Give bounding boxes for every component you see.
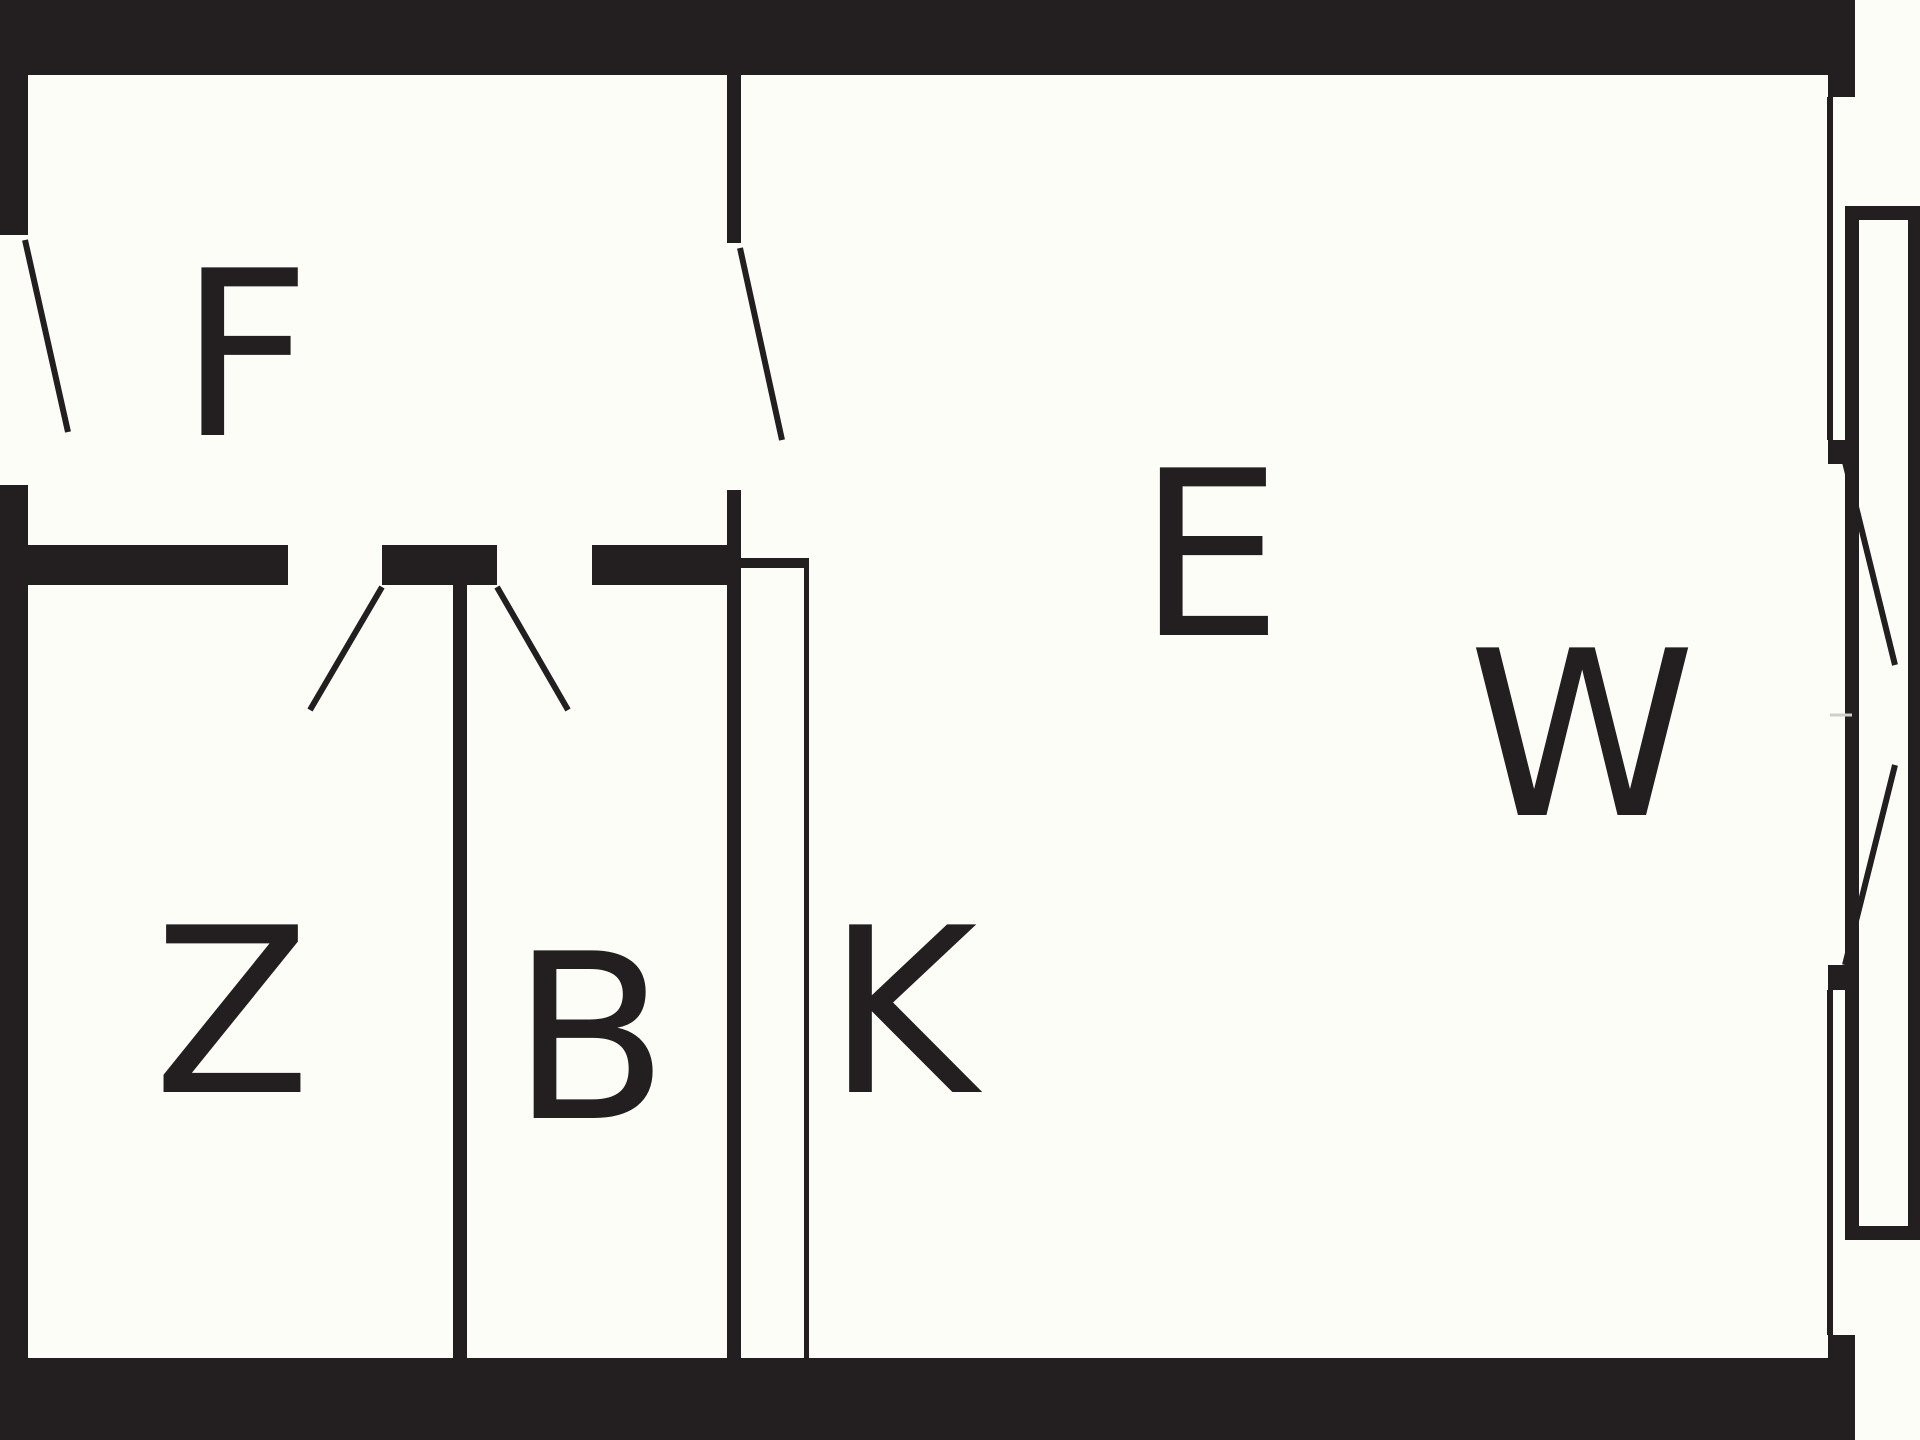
wall-left-upper (0, 0, 28, 235)
floor-area (0, 0, 1855, 1440)
wall-right-bottom (1828, 1335, 1855, 1360)
wall-partition-upper (727, 75, 741, 243)
room-label-f: F (179, 223, 311, 490)
room-label-e: E (1137, 423, 1282, 690)
room-label-z: Z (153, 880, 311, 1147)
kitchen-counter-side (804, 565, 809, 1360)
room-label-b: B (511, 906, 669, 1173)
door-swing-room-z (307, 585, 385, 712)
wall-horizontal-left (28, 545, 288, 585)
door-swing-entrance (22, 239, 71, 433)
balcony (1845, 206, 1920, 1240)
door-swing-balcony-upper (1842, 461, 1898, 666)
kitchen-counter-top (741, 558, 809, 568)
door-swing-room-b (494, 585, 571, 712)
wall-left-lower (0, 485, 28, 1440)
wall-horizontal-middle (382, 545, 497, 585)
room-label-w: W (1468, 603, 1695, 870)
door-swing-room-e (737, 247, 785, 441)
wall-partition-lower (727, 490, 741, 1360)
room-label-k: K (827, 880, 983, 1147)
door-swing-balcony-lower (1842, 764, 1898, 966)
wall-horizontal-right (592, 545, 727, 585)
wall-between-z-b (453, 585, 467, 1360)
wall-right-top (1828, 75, 1855, 97)
wall-bottom (0, 1358, 1855, 1440)
wall-top (0, 0, 1855, 75)
